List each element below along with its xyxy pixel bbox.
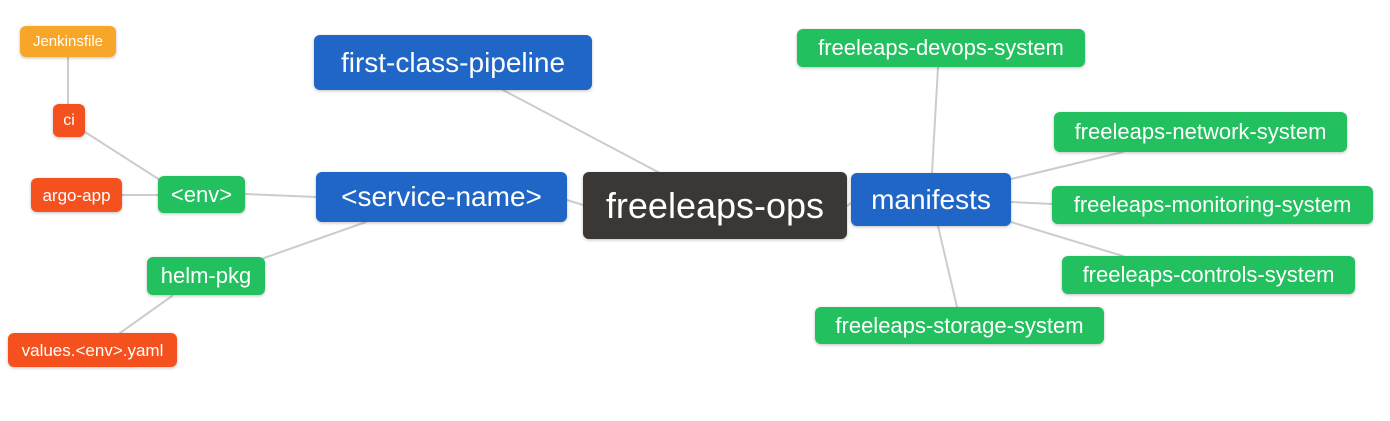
edge-service-name--freeleaps-ops [566,199,584,206]
edge-manifests--freeleaps-monitoring-system [1010,201,1053,205]
node-first-class-pipeline[interactable]: first-class-pipeline [314,35,592,90]
node-freeleaps-network-system[interactable]: freeleaps-network-system [1054,112,1347,152]
edge-helm-pkg--service-name [263,221,367,259]
node-helm-pkg[interactable]: helm-pkg [147,257,265,295]
node-values-env-yaml[interactable]: values.<env>.yaml [8,333,177,367]
node-manifests[interactable]: manifests [851,173,1011,226]
node-env[interactable]: <env> [158,176,245,213]
edge-values-env-yaml--helm-pkg [119,295,173,334]
node-freeleaps-devops-system[interactable]: freeleaps-devops-system [797,29,1085,67]
node-freeleaps-storage-system[interactable]: freeleaps-storage-system [815,307,1104,344]
node-ci[interactable]: ci [53,104,85,137]
node-freeleaps-controls-system[interactable]: freeleaps-controls-system [1062,256,1355,294]
node-freeleaps-ops[interactable]: freeleaps-ops [583,172,847,239]
edge-manifests--freeleaps-storage-system [937,225,958,308]
edge-first-class-pipeline--freeleaps-ops [502,89,659,173]
node-service-name[interactable]: <service-name> [316,172,567,222]
edge-env--service-name [244,193,317,198]
node-jenkinsfile[interactable]: Jenkinsfile [20,26,116,57]
edge-manifests--freeleaps-devops-system [931,66,939,174]
node-freeleaps-monitoring-system[interactable]: freeleaps-monitoring-system [1052,186,1373,224]
edge-manifests--freeleaps-network-system [1010,151,1124,180]
node-argo-app[interactable]: argo-app [31,178,122,212]
edge-manifests--freeleaps-controls-system [1010,221,1124,257]
edge-ci--env [84,131,161,181]
